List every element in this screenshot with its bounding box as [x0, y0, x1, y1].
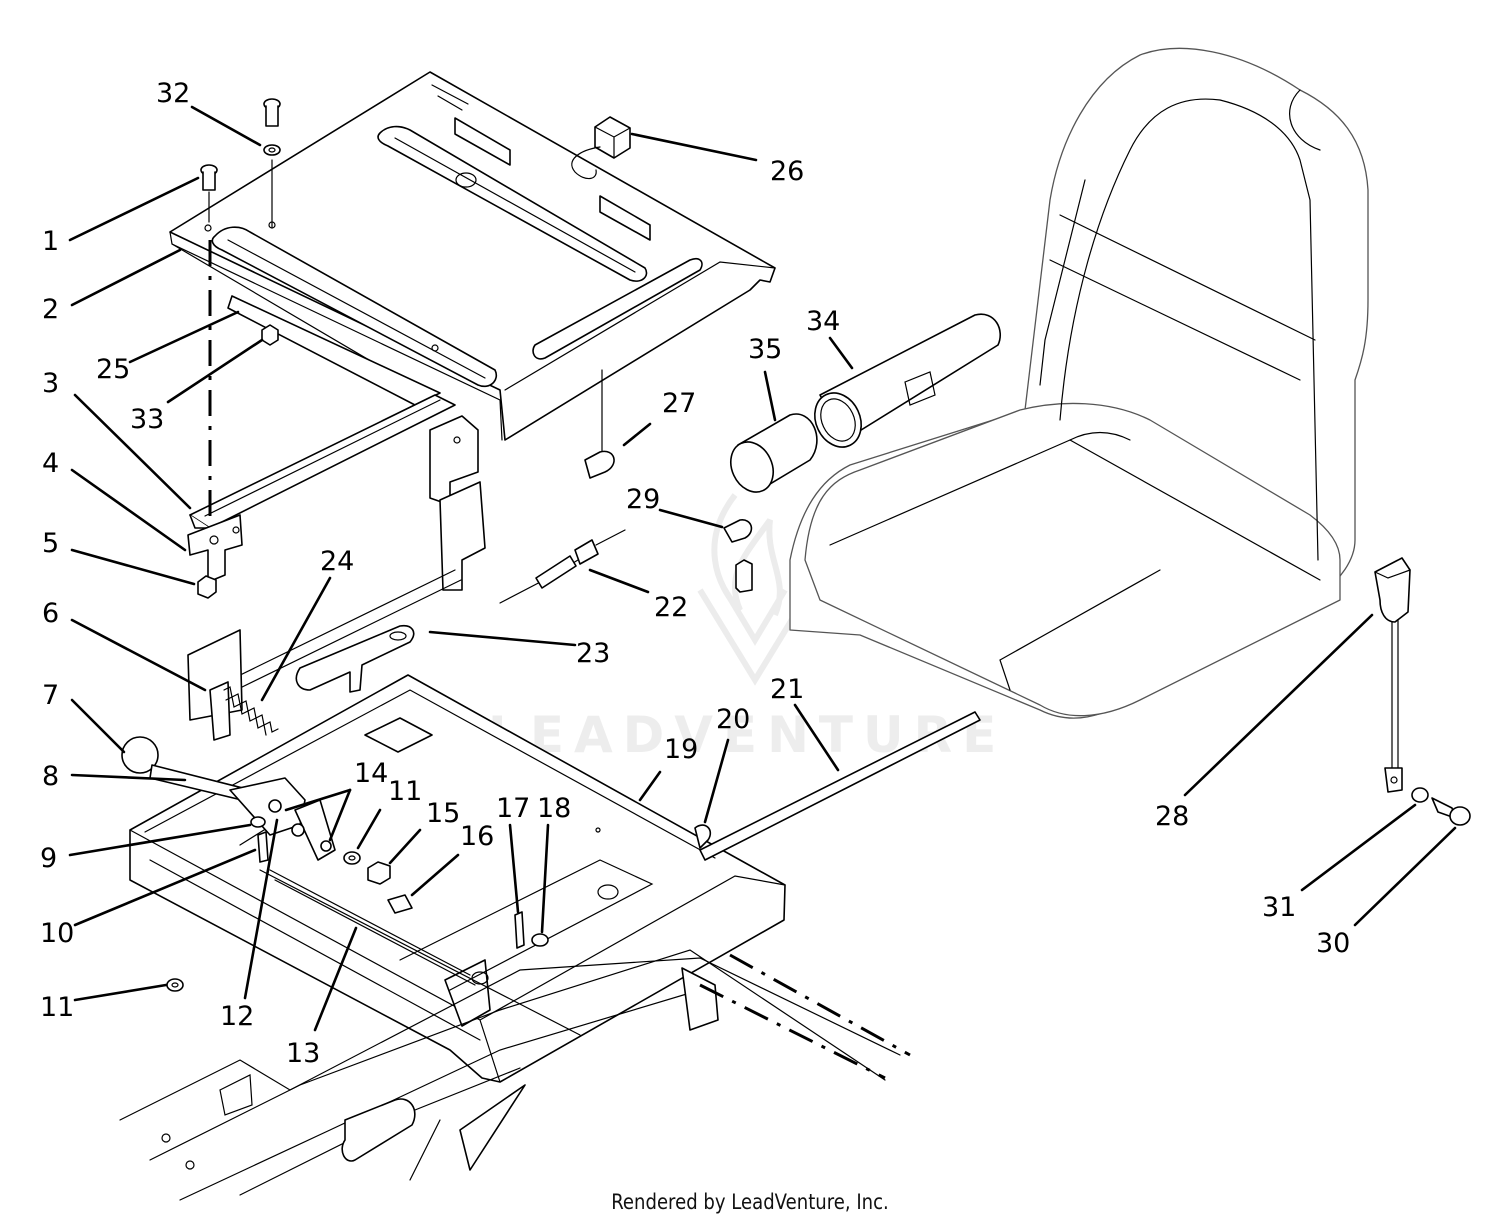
callout-28: 28: [1155, 801, 1189, 832]
pin-10-part: [257, 831, 269, 863]
callout-24: 24: [320, 546, 354, 577]
callout-10: 10: [40, 918, 74, 949]
seat-bracket-right-part: [429, 415, 486, 591]
callout-23: 23: [576, 638, 610, 669]
bolt-30-part: [1431, 797, 1471, 826]
callout-13: 13: [286, 1038, 320, 1069]
callout-31: 31: [1262, 892, 1296, 923]
callout-11-upper: 11: [388, 776, 422, 807]
callout-11-lower: 11: [40, 992, 74, 1023]
callout-27: 27: [662, 388, 696, 419]
callout-12: 12: [220, 1001, 254, 1032]
callout-25: 25: [96, 354, 130, 385]
nut-15-part: [367, 861, 391, 885]
pivot-plate-part: [229, 777, 336, 861]
washer-18-part: [531, 933, 549, 947]
callout-30: 30: [1316, 928, 1350, 959]
washer-11-part: [343, 851, 361, 865]
callout-8: 8: [42, 761, 59, 792]
callout-22: 22: [654, 592, 688, 623]
callout-26: 26: [770, 156, 804, 187]
washer-9-part: [250, 816, 266, 828]
spring-24-part: [223, 686, 279, 736]
latch-bracket-part: [295, 624, 415, 693]
callout-6: 6: [42, 598, 59, 629]
mower-frame-part: [119, 949, 911, 1201]
nut-33-part: [261, 324, 279, 346]
callout-15: 15: [426, 798, 460, 829]
callout-leaders: [68, 105, 1457, 1032]
seat-plate-part: [169, 71, 776, 441]
cable-22-part: [499, 529, 626, 604]
callout-16: 16: [460, 821, 494, 852]
bolt-1-part: [200, 164, 218, 191]
callout-7: 7: [42, 680, 59, 711]
seat-cushion-part: [789, 47, 1369, 719]
callout-labels: 1 2 3 4 5 6 7 8 9 10 11 11 12 13 14 15 1…: [40, 78, 1350, 1069]
callout-17: 17: [496, 793, 530, 824]
callout-5: 5: [42, 528, 59, 559]
bolt-32-part: [263, 98, 281, 156]
callout-9: 9: [40, 843, 57, 874]
clip-29-part: [723, 519, 753, 593]
foam-tube-35-part: [730, 413, 818, 493]
callout-4: 4: [42, 448, 59, 479]
callout-33: 33: [130, 404, 164, 435]
callout-14: 14: [354, 758, 388, 789]
seat-belt-part: [1374, 557, 1411, 793]
callout-20: 20: [716, 704, 750, 735]
shaft-13-part: [269, 869, 489, 986]
callout-18: 18: [537, 793, 571, 824]
slide-rail-part: [189, 295, 456, 529]
foam-tube-34-part: [814, 313, 1001, 448]
callout-34: 34: [806, 306, 840, 337]
nut-5-part: [197, 575, 217, 599]
callout-1: 1: [42, 226, 59, 257]
callout-21: 21: [770, 674, 804, 705]
callout-35: 35: [748, 334, 782, 365]
callout-32: 32: [156, 78, 190, 109]
seat-switch-part: [455, 116, 631, 188]
slide-rod-part: [187, 569, 462, 741]
callout-3: 3: [42, 368, 59, 399]
seat-pan-part: [129, 674, 786, 1083]
pin-17-part: [514, 911, 525, 949]
washer-31-part: [1411, 787, 1429, 803]
washer-11-lower-part: [166, 978, 184, 992]
footer-credit: Rendered by LeadVenture, Inc.: [611, 1190, 889, 1214]
clip-20-part: [694, 824, 712, 849]
clip-16-part: [387, 894, 413, 914]
callout-29: 29: [626, 484, 660, 515]
rod-21-part: [699, 711, 981, 861]
bracket-4-part: [187, 514, 243, 583]
callout-2: 2: [42, 294, 59, 325]
callout-19: 19: [664, 734, 698, 765]
clip-27-part: [584, 369, 615, 479]
